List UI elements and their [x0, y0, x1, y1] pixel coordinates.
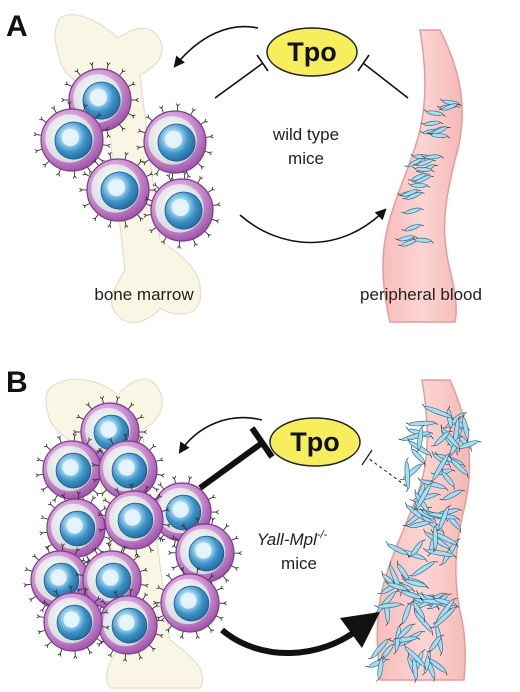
platelet: [416, 424, 425, 453]
platelet: [420, 512, 445, 535]
platelet: [384, 580, 410, 593]
platelets-a: [395, 98, 462, 247]
platelet: [426, 634, 445, 653]
platelet: [428, 656, 448, 676]
platelet: [439, 538, 461, 566]
bone-marrow-cells-a: [33, 61, 221, 249]
tpo-a: Tpo: [266, 27, 358, 77]
inhibit-marrow-a: [214, 54, 269, 99]
strong-inhibit-marrow-b: [198, 426, 275, 491]
platelet: [431, 430, 453, 447]
megakaryocyte-cell: [39, 491, 113, 565]
panel-b-letter: B: [6, 366, 28, 399]
platelet: [428, 132, 451, 139]
platelet: [429, 452, 452, 482]
platelet: [438, 103, 461, 111]
mice-label-a: mice: [288, 149, 324, 168]
marrow-to-blood-heavy-arrow-b: [220, 625, 362, 656]
platelet: [413, 481, 434, 511]
platelets-b: [365, 403, 482, 684]
inhibit-blood-a: [357, 54, 409, 99]
megakaryocyte-cell: [35, 433, 109, 507]
platelet: [374, 602, 405, 609]
platelet: [421, 154, 444, 160]
platelet: [420, 120, 444, 126]
platelet: [413, 607, 433, 636]
platelet: [385, 541, 410, 558]
platelet: [423, 547, 457, 559]
panel-a: A Tpo wild type mice bone marrow periphe…: [6, 10, 482, 323]
platelet: [395, 235, 418, 242]
platelet: [401, 207, 424, 215]
platelet: [461, 413, 470, 443]
platelet: [450, 456, 469, 478]
megakaryocyte-cell: [153, 566, 227, 640]
megakaryocyte-cell: [168, 516, 242, 590]
platelet: [405, 520, 434, 529]
platelet: [402, 577, 430, 589]
megakaryocyte-cell: [97, 483, 171, 557]
platelet: [412, 166, 435, 173]
platelet: [404, 158, 426, 168]
platelet: [404, 643, 427, 670]
tpo-label-b: Tpo: [290, 427, 339, 457]
platelet: [411, 237, 434, 244]
platelet: [412, 598, 425, 623]
mouse-line-label-a: wild type: [272, 125, 339, 144]
platelet: [439, 489, 465, 501]
platelet: [401, 223, 424, 232]
platelet: [422, 403, 454, 421]
tpo-to-marrow-arrow-b: [178, 416, 263, 454]
megakaryocyte-cell: [75, 543, 149, 617]
bone-marrow-label: bone marrow: [94, 285, 194, 304]
megakaryocyte-cell: [136, 103, 214, 181]
weak-inhibit-blood-b: [361, 449, 407, 487]
platelet: [407, 183, 431, 188]
platelet: [429, 606, 459, 629]
megakaryocyte-cell: [79, 151, 157, 229]
tpo-b: Tpo: [269, 417, 361, 467]
platelet: [399, 189, 422, 197]
platelet: [436, 504, 451, 532]
platelet: [405, 420, 439, 427]
megakaryocyte-cell: [143, 171, 221, 249]
platelet: [376, 655, 385, 682]
platelet: [441, 468, 455, 490]
tpo-oval-a: [266, 27, 358, 77]
platelet: [430, 529, 459, 548]
bone-marrow-cells-b: [23, 395, 242, 662]
megakaryocyte-cell: [73, 395, 147, 469]
heavy-arrow-head-b: [340, 612, 380, 648]
platelet: [368, 638, 392, 660]
platelet: [394, 623, 416, 640]
platelet: [408, 561, 438, 577]
platelet: [404, 457, 411, 493]
marrow-to-blood-arrow-a: [239, 208, 387, 244]
mice-label-b: mice: [281, 554, 317, 573]
tpo-label-a: Tpo: [287, 37, 336, 67]
platelet: [407, 539, 426, 558]
panel-b: B Tpo Yall-Mpl-/- mice: [6, 366, 482, 689]
genotype-label-b: Yall-Mpl-/-: [257, 529, 328, 549]
platelet: [411, 445, 426, 467]
platelet: [399, 600, 414, 626]
megakaryocyte-cell: [33, 101, 111, 179]
panel-a-letter: A: [6, 10, 28, 43]
platelet: [432, 523, 438, 553]
platelet: [423, 109, 446, 117]
peripheral-blood-label: peripheral blood: [360, 285, 482, 304]
tpo-oval-b: [269, 417, 361, 467]
platelet: [413, 158, 436, 167]
platelet: [407, 172, 430, 182]
tpo-to-marrow-arrow-a: [173, 25, 259, 68]
megakaryocyte-cell: [36, 585, 110, 659]
megakaryocyte-cell: [91, 588, 165, 662]
megakaryocyte-cell: [91, 433, 165, 507]
